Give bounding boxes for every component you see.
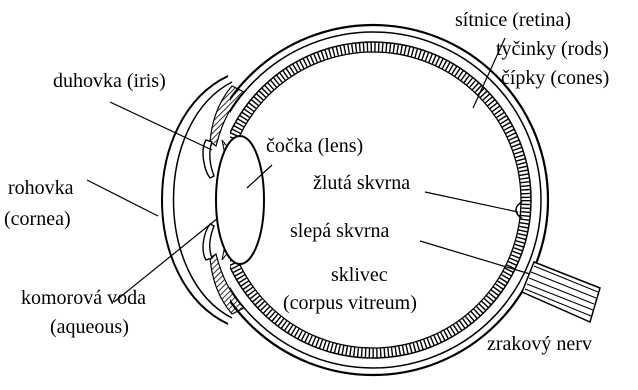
label-vitreous-cs: sklivec (331, 264, 388, 286)
lens (216, 136, 264, 264)
label-macula: žlutá skvrna (313, 172, 410, 194)
label-optic-nerve: zrakový nerv (487, 333, 592, 355)
label-lens: čočka (lens) (266, 135, 363, 157)
label-iris: duhovka (iris) (53, 70, 166, 92)
label-cones: čípky (cones) (501, 67, 609, 89)
label-cornea-en: (cornea) (4, 208, 71, 230)
label-cornea-cs: rohovka (8, 177, 74, 199)
label-aqueous-en: (aqueous) (50, 316, 129, 338)
label-blind-spot: slepá skvrna (290, 220, 390, 242)
optic-nerve (522, 262, 600, 322)
label-retina: sítnice (retina) (455, 9, 571, 31)
label-rods: tyčinky (rods) (496, 38, 609, 60)
label-aqueous-cs: komorová voda (21, 287, 146, 309)
labels: sítnice (retina) tyčinky (rods) čípky (c… (4, 9, 609, 355)
label-vitreous-en: (corpus vitreum) (283, 292, 417, 314)
